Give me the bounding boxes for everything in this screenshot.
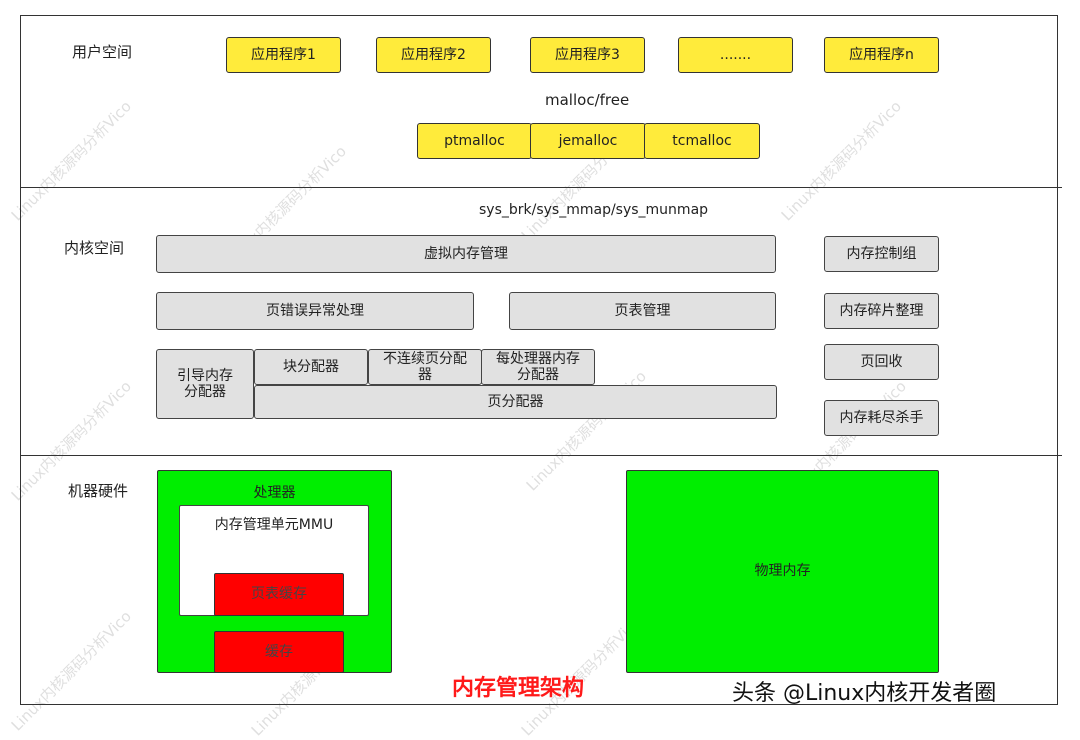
tcmalloc-box: tcmalloc [644, 123, 760, 159]
syscall-label: sys_brk/sys_mmap/sys_munmap [479, 202, 709, 218]
app-box-n: 应用程序n [824, 37, 939, 73]
app-box-2: 应用程序2 [376, 37, 491, 73]
label-user-space: 用户空间 [72, 43, 133, 61]
slab-allocator-box: 块分配器 [254, 349, 368, 385]
page-table-box: 页表管理 [509, 292, 776, 330]
cache-box: 缓存 [214, 631, 344, 673]
memcg-box: 内存控制组 [824, 236, 939, 272]
page-fault-box: 页错误异常处理 [156, 292, 474, 330]
vmalloc-allocator-box: 不连续页分配器 [368, 349, 482, 385]
app-box-1: 应用程序1 [226, 37, 341, 73]
diagram-title: 内存管理架构 [452, 676, 585, 701]
source-credit: 头条 @Linux内核开发者圈 [732, 681, 997, 706]
label-hardware: 机器硬件 [68, 482, 129, 500]
percpu-allocator-box: 每处理器内存分配器 [481, 349, 595, 385]
bootmem-allocator-box: 引导内存分配器 [156, 349, 254, 419]
compaction-box: 内存碎片整理 [824, 293, 939, 329]
ptmalloc-box: ptmalloc [417, 123, 532, 159]
mmu-label: 内存管理单元MMU [214, 517, 334, 533]
vmalloc-allocator-label: 不连续页分配器 [383, 350, 467, 383]
bootmem-allocator-label: 引导内存分配器 [177, 367, 233, 400]
tlb-box: 页表缓存 [214, 573, 344, 616]
malloc-free-label: malloc/free [545, 91, 630, 109]
oom-killer-box: 内存耗尽杀手 [824, 400, 939, 436]
page-reclaim-box: 页回收 [824, 344, 939, 380]
jemalloc-box: jemalloc [530, 123, 646, 159]
diagram-frame [20, 15, 1058, 705]
percpu-allocator-label: 每处理器内存分配器 [496, 350, 580, 383]
label-kernel-space: 内核空间 [64, 239, 125, 257]
processor-label: 处理器 [253, 485, 296, 501]
divider-kernel-hardware [20, 455, 1062, 456]
divider-user-kernel [20, 187, 1062, 188]
virtual-memory-box: 虚拟内存管理 [156, 235, 776, 273]
physical-memory-box: 物理内存 [626, 470, 939, 673]
app-box-ellipsis: ....... [678, 37, 793, 73]
buddy-allocator-box: 页分配器 [254, 385, 777, 419]
app-box-3: 应用程序3 [530, 37, 645, 73]
